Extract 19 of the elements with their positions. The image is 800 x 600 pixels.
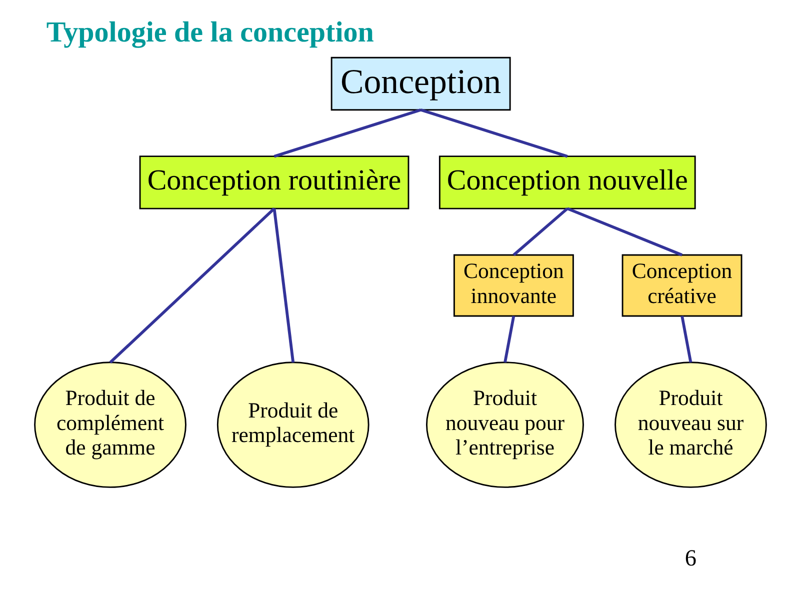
node-box: Conception créative: [621, 254, 742, 317]
node-box: Conception: [330, 56, 510, 111]
connector: [108, 208, 275, 364]
connector: [273, 108, 421, 158]
node-ellipse: Produit de complément de gamme: [34, 362, 186, 488]
node-box: Conception innovante: [452, 254, 574, 317]
diagram-title: Typologie de la conception: [46, 16, 374, 49]
node-ellipse: Produit de remplacement: [216, 362, 369, 488]
connector: [512, 207, 568, 256]
connector: [680, 316, 692, 363]
node-box: Conception nouvelle: [438, 156, 696, 210]
label: 6: [684, 545, 696, 572]
connector: [420, 108, 568, 158]
connector: [272, 208, 294, 363]
node-ellipse: Produit nouveau sur le marché: [614, 362, 766, 488]
connector: [503, 316, 515, 363]
connector: [566, 207, 682, 256]
node-ellipse: Produit nouveau pour l’entreprise: [426, 362, 584, 488]
node-box: Conception routinière: [138, 156, 409, 210]
